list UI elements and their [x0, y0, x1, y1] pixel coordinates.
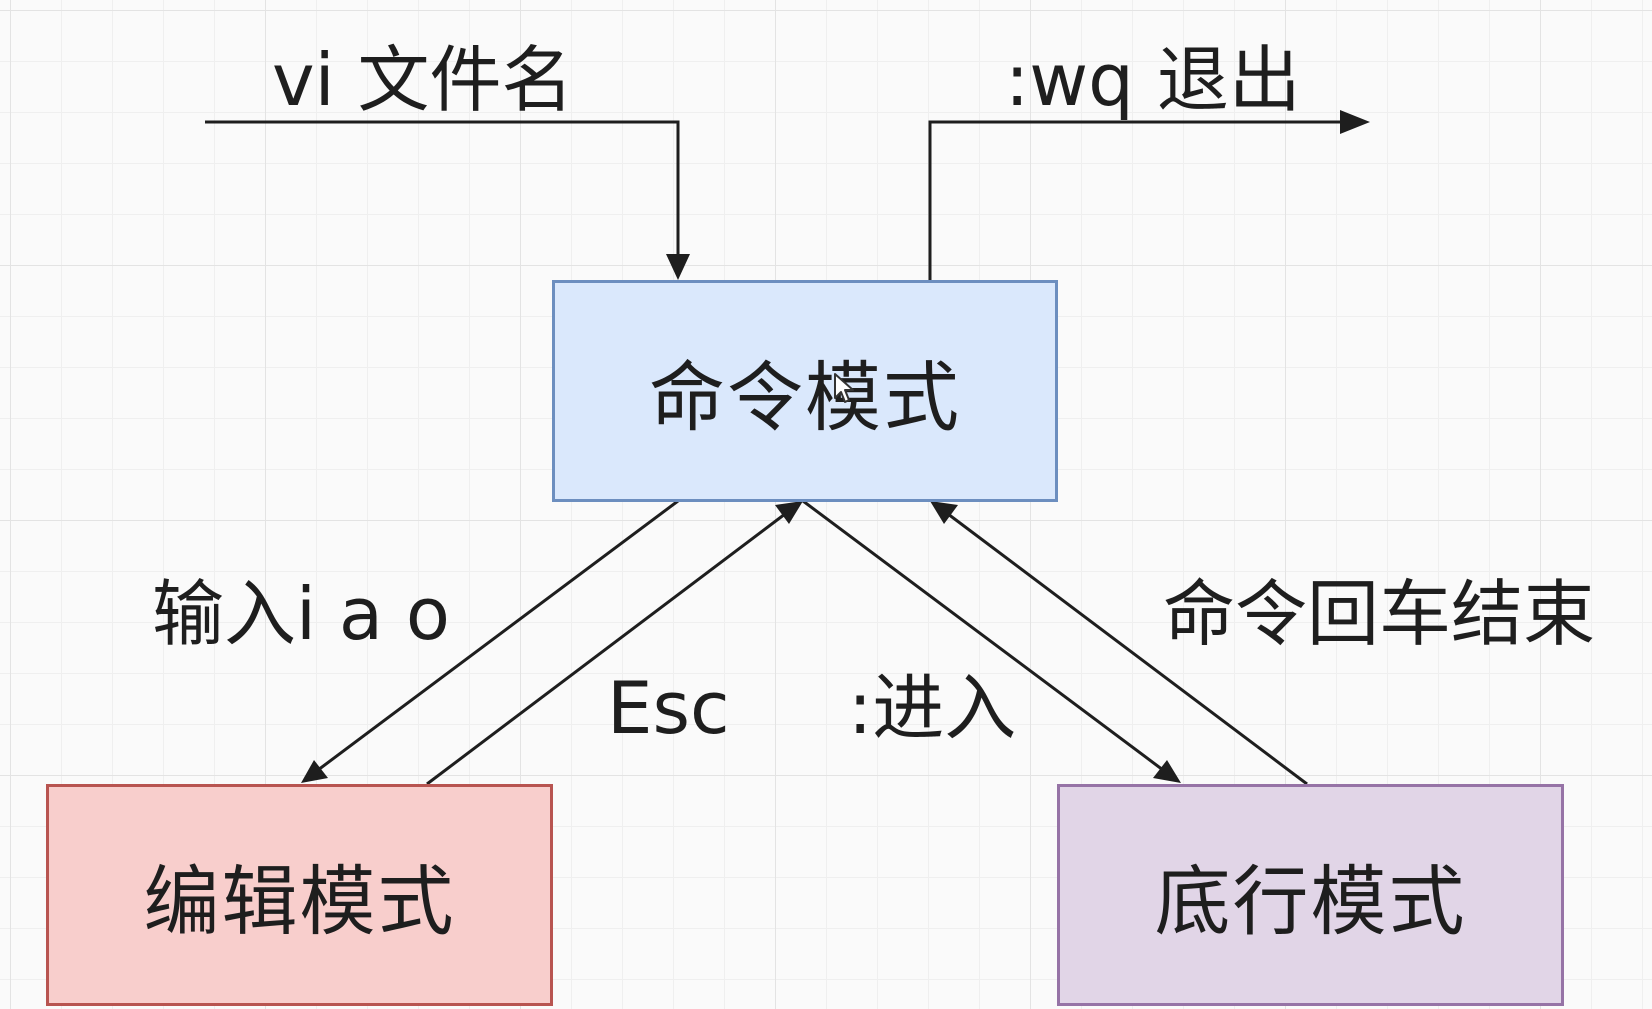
- to-edit-edge-label: 输入i a o: [152, 572, 450, 656]
- edge-to-lastline: [802, 499, 1164, 772]
- edge-save-quit-arrowhead: [1340, 110, 1370, 134]
- open-file-edge-label: vi 文件名: [272, 38, 574, 122]
- lastline-mode-label: 底行模式: [1154, 857, 1467, 946]
- edge-to-lastline-arrowhead: [1153, 760, 1181, 783]
- mouse-cursor-icon: [834, 373, 854, 403]
- command-mode-label: 命令模式: [649, 353, 961, 442]
- edge-save-quit: [928, 120, 1345, 280]
- command-mode-node[interactable]: 命令模式: [552, 280, 1058, 502]
- edge-to-edit-arrowhead: [301, 760, 328, 783]
- edge-edit-to-command: [426, 512, 786, 786]
- edit-mode-node[interactable]: 编辑模式: [46, 784, 553, 1006]
- edge-open-file-arrowhead: [666, 254, 690, 280]
- save-quit-edge-label: :wq 退出: [1005, 38, 1301, 122]
- edit-to-command-edge-label: Esc: [607, 666, 730, 750]
- edit-mode-label: 编辑模式: [143, 857, 456, 946]
- to-lastline-edge-label: :进入: [848, 666, 1017, 750]
- edge-lastline-to-command: [947, 512, 1308, 786]
- edge-open-file: [205, 120, 680, 260]
- lastline-to-command-edge-label: 命令回车结束: [1163, 572, 1596, 656]
- lastline-mode-node[interactable]: 底行模式: [1057, 784, 1564, 1006]
- edge-edit-to-command-arrowhead: [775, 501, 803, 524]
- edge-lastline-to-command-arrowhead: [930, 501, 958, 524]
- edge-to-edit: [317, 499, 679, 772]
